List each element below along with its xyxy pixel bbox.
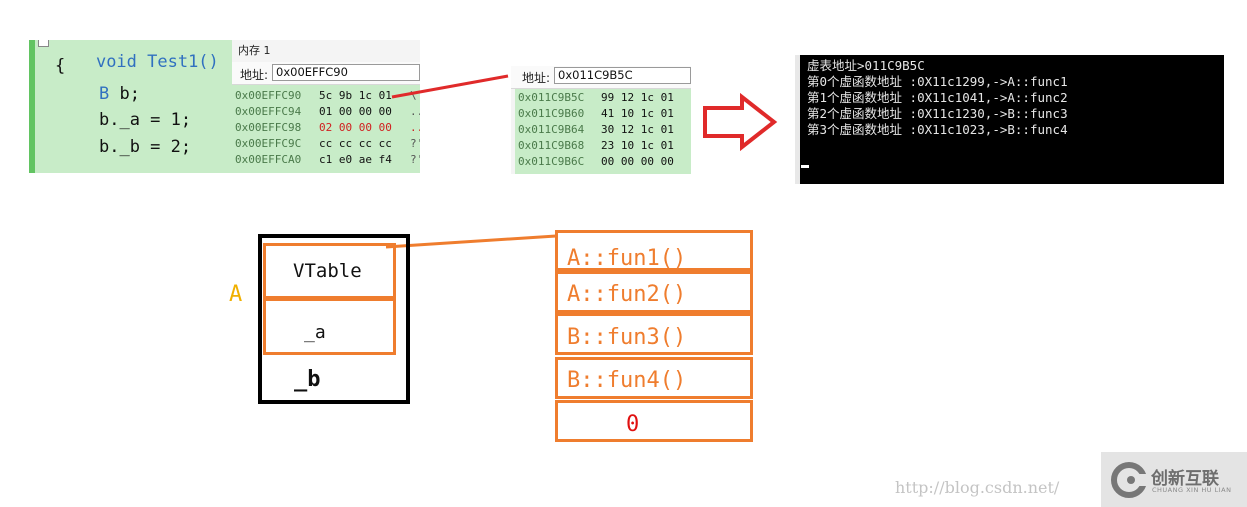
console-cursor bbox=[801, 165, 809, 168]
logo-mark-icon bbox=[1111, 462, 1149, 498]
member-b-label: _b bbox=[294, 367, 321, 392]
console-line: 第2个虚函数地址 :0X11c1230,->B::func3 bbox=[807, 106, 1068, 121]
address-input[interactable]: 0x00EFFC90 bbox=[272, 64, 420, 81]
watermark-url: http://blog.csdn.net/ bbox=[895, 478, 1060, 497]
vtable-entry: B::fun3() bbox=[555, 313, 753, 355]
vtable-terminator: 0 bbox=[555, 400, 753, 442]
console-line: 虚表地址>011C9B5C bbox=[807, 58, 925, 73]
vtable-entry: A::fun1() bbox=[555, 230, 753, 271]
console-window: 虚表地址>011C9B5C 第0个虚函数地址 :0X11c1299,->A::f… bbox=[795, 55, 1224, 184]
logo-name: 创新互联 bbox=[1151, 469, 1219, 489]
object-layout-box bbox=[258, 234, 410, 404]
class-label: A bbox=[229, 282, 243, 307]
code-line-brace: { bbox=[55, 56, 66, 76]
pointer-arrow-line bbox=[391, 74, 509, 99]
console-edge bbox=[795, 55, 800, 184]
member-a-cell bbox=[263, 298, 396, 355]
vtable-cell-label: VTable bbox=[293, 260, 362, 282]
vtable-pointer-cell bbox=[263, 243, 396, 299]
editor-gutter bbox=[29, 40, 35, 173]
vptr-arrow-line bbox=[385, 234, 557, 249]
console-line: 第0个虚函数地址 :0X11c1299,->A::func1 bbox=[807, 74, 1068, 89]
vtable-entry: B::fun4() bbox=[555, 357, 753, 399]
decl-rest: b; bbox=[109, 84, 140, 104]
logo-subtitle: CHUANG XIN HU LIAN bbox=[1152, 486, 1232, 494]
type-keyword: B bbox=[99, 84, 110, 104]
address-label: 地址: bbox=[522, 71, 551, 85]
code-line-assign-a: b._a = 1; bbox=[99, 110, 192, 130]
memory-window-title: 内存 1 bbox=[238, 44, 271, 57]
address-bar: 地址: 0x00EFFC90 bbox=[232, 62, 420, 85]
code-line-decl: B b; bbox=[99, 84, 140, 104]
address-bar: 地址: 0x011C9B5C bbox=[511, 66, 691, 89]
collapse-icon[interactable] bbox=[38, 40, 49, 47]
address-label: 地址: bbox=[240, 68, 269, 82]
console-line: 第3个虚函数地址 :0X11c1023,->B::func4 bbox=[807, 122, 1068, 137]
console-line: 第1个虚函数地址 :0X11c1041,->A::func2 bbox=[807, 90, 1068, 105]
vtable-entry: A::fun2() bbox=[555, 271, 753, 313]
code-line-function: void Test1() bbox=[95, 52, 219, 72]
address-input[interactable]: 0x011C9B5C bbox=[554, 67, 691, 84]
member-a-label: _a bbox=[304, 322, 326, 343]
code-editor-panel: void Test1() { B b; b._a = 1; b._b = 2; bbox=[29, 40, 234, 173]
right-arrow-icon bbox=[703, 92, 778, 152]
brand-logo: 创新互联 CHUANG XIN HU LIAN bbox=[1101, 452, 1247, 507]
code-line-assign-b: b._b = 2; bbox=[99, 137, 192, 157]
